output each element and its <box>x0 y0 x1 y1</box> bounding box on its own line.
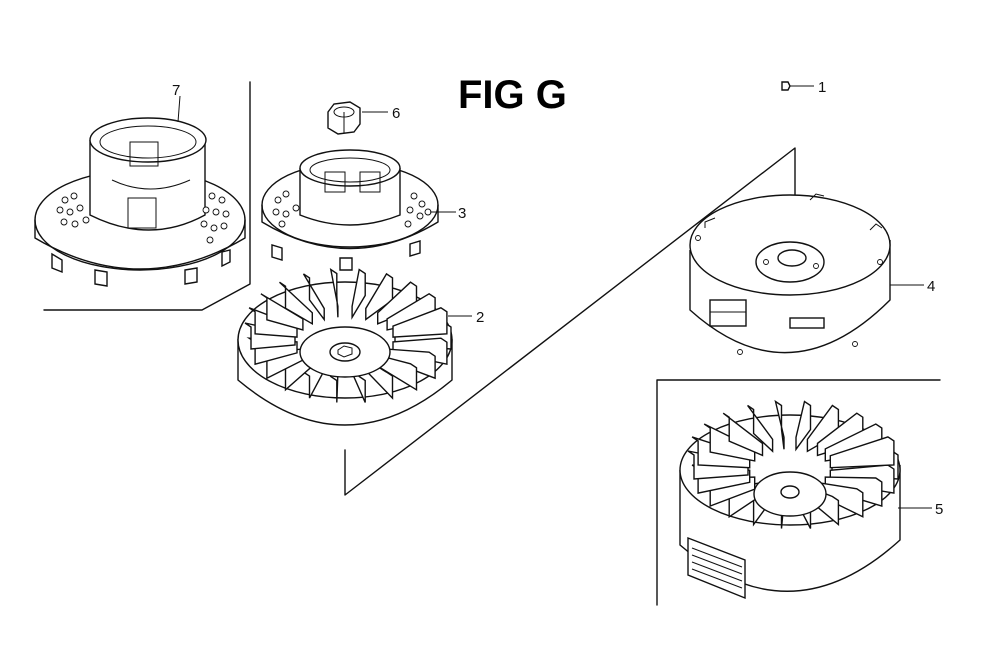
assembly-lines <box>344 147 796 496</box>
fin <box>392 307 448 338</box>
callout-4: 4 <box>927 278 935 295</box>
fin <box>351 268 366 320</box>
callout-6: 6 <box>392 105 400 122</box>
part-3-drawing <box>261 149 439 271</box>
part-6-drawing <box>327 101 361 135</box>
part-7-drawing <box>34 117 246 287</box>
fin <box>722 412 764 457</box>
part-4-drawing <box>689 193 891 355</box>
fin <box>829 436 895 469</box>
callout-1: 1 <box>818 79 826 96</box>
fin <box>302 273 325 322</box>
fin <box>260 293 304 331</box>
part-2-drawing <box>237 267 453 426</box>
fin <box>795 400 812 452</box>
part-7-holes <box>56 192 230 244</box>
fin <box>774 399 785 450</box>
part-3-holes <box>272 190 432 228</box>
callout-5: 5 <box>935 501 943 518</box>
callout-7: 7 <box>172 82 180 99</box>
leader-lines <box>177 85 932 509</box>
part-5-label-plate <box>687 536 746 600</box>
part-5-group-border <box>656 379 941 606</box>
part-7-group-border <box>43 81 251 311</box>
figure-title: FIG G <box>458 73 567 117</box>
callout-labels: 7 6 3 2 1 4 5 <box>172 79 943 518</box>
fin <box>747 404 774 453</box>
part-5-fins <box>687 399 899 529</box>
fin <box>279 281 313 326</box>
fin <box>329 267 339 318</box>
part-1-drawing <box>781 81 791 91</box>
callout-3: 3 <box>458 205 466 222</box>
callout-2: 2 <box>476 309 484 326</box>
part-5-drawing <box>679 399 901 600</box>
